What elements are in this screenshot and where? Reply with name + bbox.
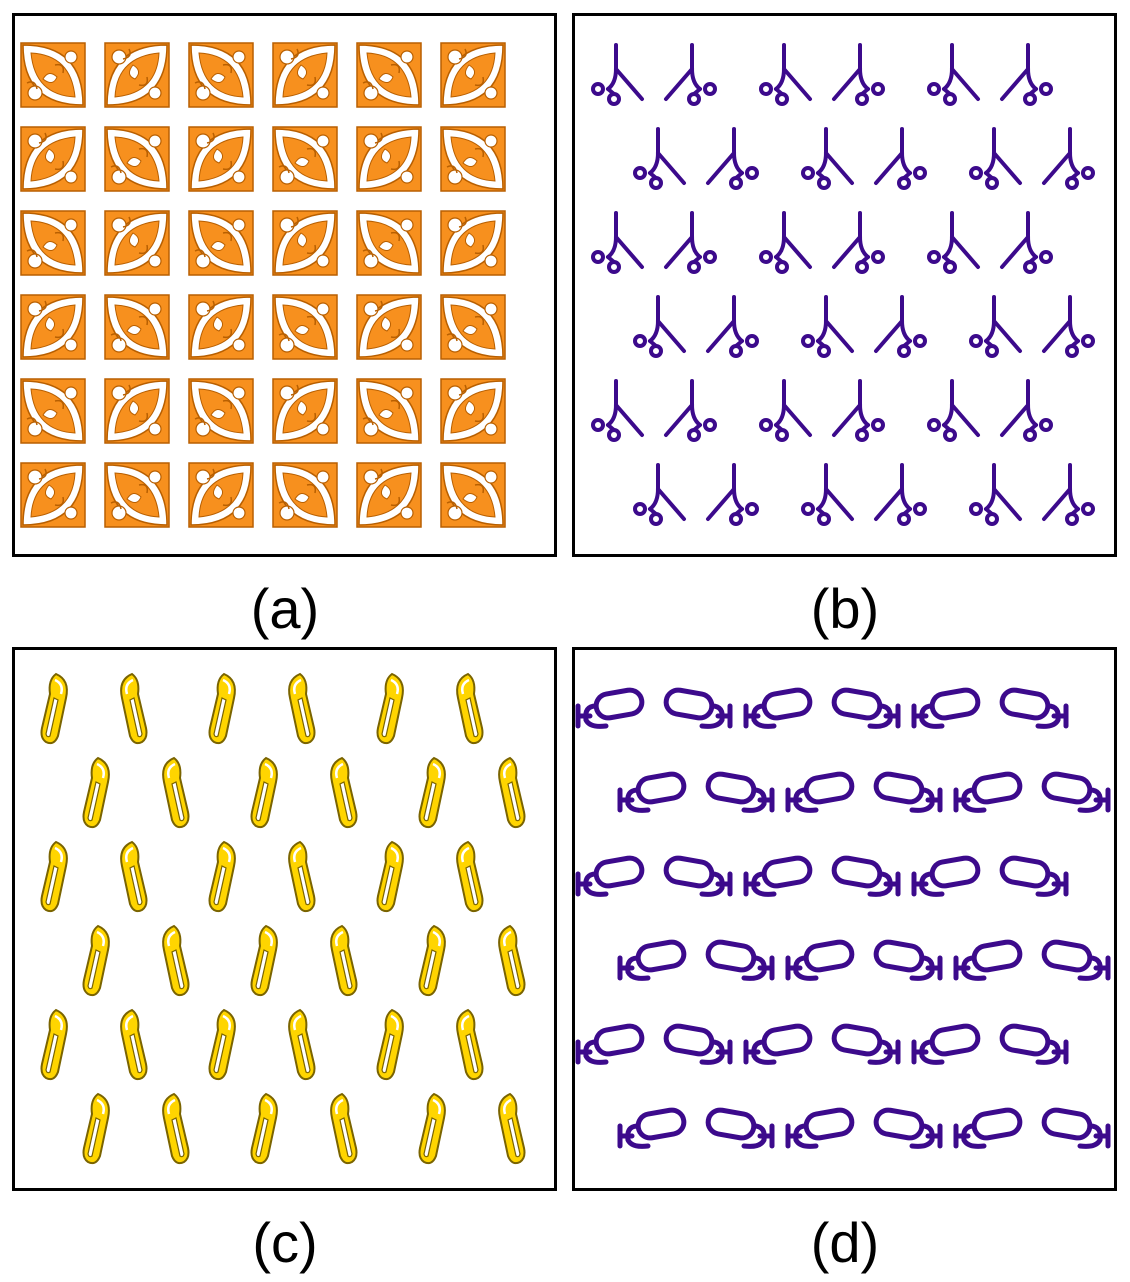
- panel-a-motif: [188, 462, 254, 528]
- caption-d: (d): [811, 1211, 879, 1274]
- panel-a-motif: [104, 210, 170, 276]
- panel-a-motif: [188, 294, 254, 360]
- panel-a-motif: [104, 294, 170, 360]
- panel-a-motif: [20, 42, 86, 108]
- panel-a-motif: [356, 42, 422, 108]
- panel-a-motif: [272, 210, 338, 276]
- panel-b-frame: [572, 13, 1117, 557]
- panel-a-motif: [104, 126, 170, 192]
- panel-a-motif: [188, 210, 254, 276]
- panel-a-motif: [356, 294, 422, 360]
- panel-a-motif: [104, 42, 170, 108]
- panel-a-motif: [440, 294, 506, 360]
- panel-a-motif: [440, 42, 506, 108]
- panel-a-motif: [20, 462, 86, 528]
- panel-a-motif: [20, 126, 86, 192]
- panel-a-motif: [440, 378, 506, 444]
- caption-c: (c): [252, 1211, 317, 1274]
- panel-a-motif: [272, 294, 338, 360]
- caption-a: (a): [251, 577, 319, 640]
- panel-a-motif: [188, 378, 254, 444]
- panel-a-motif: [356, 378, 422, 444]
- panel-a-motif: [20, 210, 86, 276]
- panel-a-motif: [272, 378, 338, 444]
- panel-a-motif: [104, 462, 170, 528]
- panel-a-motif: [440, 210, 506, 276]
- panel-d-frame: [572, 647, 1117, 1191]
- panel-a-motif: [188, 42, 254, 108]
- panel-a-motif: [104, 378, 170, 444]
- panel-a-motif: [272, 42, 338, 108]
- panel-a-motif: [272, 462, 338, 528]
- panel-a-motif: [188, 126, 254, 192]
- panel-a-motif: [272, 126, 338, 192]
- panel-a-motif: [20, 378, 86, 444]
- panel-a-motif: [356, 462, 422, 528]
- panel-a-motif: [20, 294, 86, 360]
- panel-a-motif: [440, 462, 506, 528]
- panel-a-motif: [356, 126, 422, 192]
- panel-a-motif: [356, 210, 422, 276]
- panel-a-motif: [440, 126, 506, 192]
- caption-b: (b): [811, 577, 879, 640]
